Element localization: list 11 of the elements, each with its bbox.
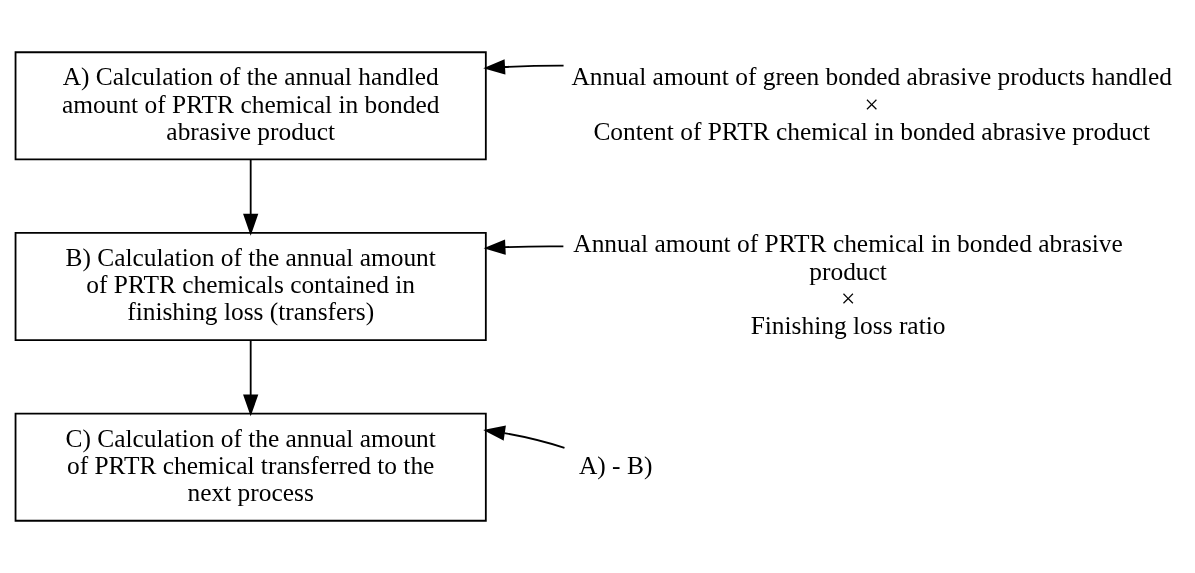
arrow xyxy=(483,239,565,255)
node-box: A) Calculation of the annual handled amount of PRTR chemical in bonded abrasive product xyxy=(14,51,487,161)
arrow xyxy=(243,339,259,417)
node-text: A) - B) xyxy=(578,450,653,479)
arrow xyxy=(483,425,566,449)
node-box: B) Calculation of the annual amount of PRTR chemicals contained in finishing loss (transfers) xyxy=(14,232,487,341)
node-box: C) Calculation of the annual amount of PRTR chemical transferred to the next process xyxy=(14,412,487,522)
arrow xyxy=(243,158,259,236)
arrow xyxy=(483,59,565,75)
node-text: Annual amount of green bonded abrasive products handled × Content of PRTR chemical in bonded abrasive product xyxy=(571,62,1172,145)
node-text: Annual amount of PRTR chemical in bonded abrasive product × Finishing loss ratio xyxy=(573,229,1123,340)
